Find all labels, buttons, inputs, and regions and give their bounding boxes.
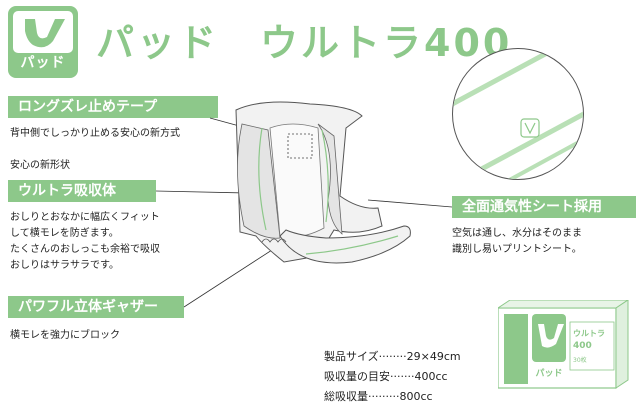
spec-label: 製品サイズ (324, 350, 379, 363)
feature-title-ultra-absorber: ウルトラ吸収体 (8, 180, 156, 202)
package-number: 400 (573, 341, 592, 351)
spec-value: 800cc (399, 390, 433, 403)
spec-row-total-absorption: 総吸収量·········800cc (324, 387, 461, 407)
spec-leader: ········· (368, 390, 400, 403)
feature-desc-absorber-3: たくさんのおしっこも余裕で吸収 (10, 244, 160, 255)
spec-label: 総吸収量 (324, 390, 368, 403)
feature-desc-gather-1: 横モレを強力にブロック (10, 330, 120, 341)
spec-label: 吸収量の目安 (324, 370, 390, 383)
spec-leader: ······· (390, 370, 415, 383)
feature-title-breathable-sheet: 全面通気性シート採用 (452, 196, 636, 218)
feature-desc-absorber-2: して横モレを防ぎます。 (10, 228, 119, 239)
spec-row-absorption-guide: 吸収量の目安·······400cc (324, 367, 461, 387)
product-package: パッド ウルトラ 400 30枚 (498, 300, 629, 389)
product-specs: 製品サイズ········29×49cm 吸収量の目安·······400cc … (324, 347, 461, 407)
product-title: パッド ウルトラ400 (96, 21, 513, 65)
package-label: パッド (535, 367, 562, 379)
spec-value: 29×49cm (406, 350, 461, 363)
feature-desc-absorber-1: おしりとおなかに幅広くフィット (10, 212, 160, 223)
package-name: ウルトラ (573, 329, 605, 338)
checkmark-logo-icon (25, 19, 65, 48)
spec-value: 400cc (414, 370, 448, 383)
feature-title-powerful-gather: パワフル立体ギャザー (8, 296, 184, 318)
sheet-detail-circle (452, 48, 584, 180)
print-pattern-icon (453, 49, 583, 179)
feature-caption-new-shape: 安心の新形状 (10, 160, 70, 171)
package-count: 30枚 (573, 356, 587, 364)
brand-logo: パッド (8, 6, 78, 78)
feature-desc-absorber-4: おしりはサラサラです。 (10, 260, 119, 271)
logo-mark-background (13, 11, 73, 53)
spec-row-size: 製品サイズ········29×49cm (324, 347, 461, 367)
feature-desc-sheet-2: 識別し易いプリントシート。 (452, 244, 582, 255)
spec-leader: ········ (378, 350, 407, 363)
feature-desc-sheet-1: 空気は通し、水分はそのまま (452, 228, 582, 239)
feature-desc-long-tape-1: 背中側でしっかり止める安心の新方式 (10, 128, 180, 139)
feature-title-long-tape: ロングズレ止めテープ (8, 96, 218, 118)
logo-label: パッド (20, 55, 66, 71)
